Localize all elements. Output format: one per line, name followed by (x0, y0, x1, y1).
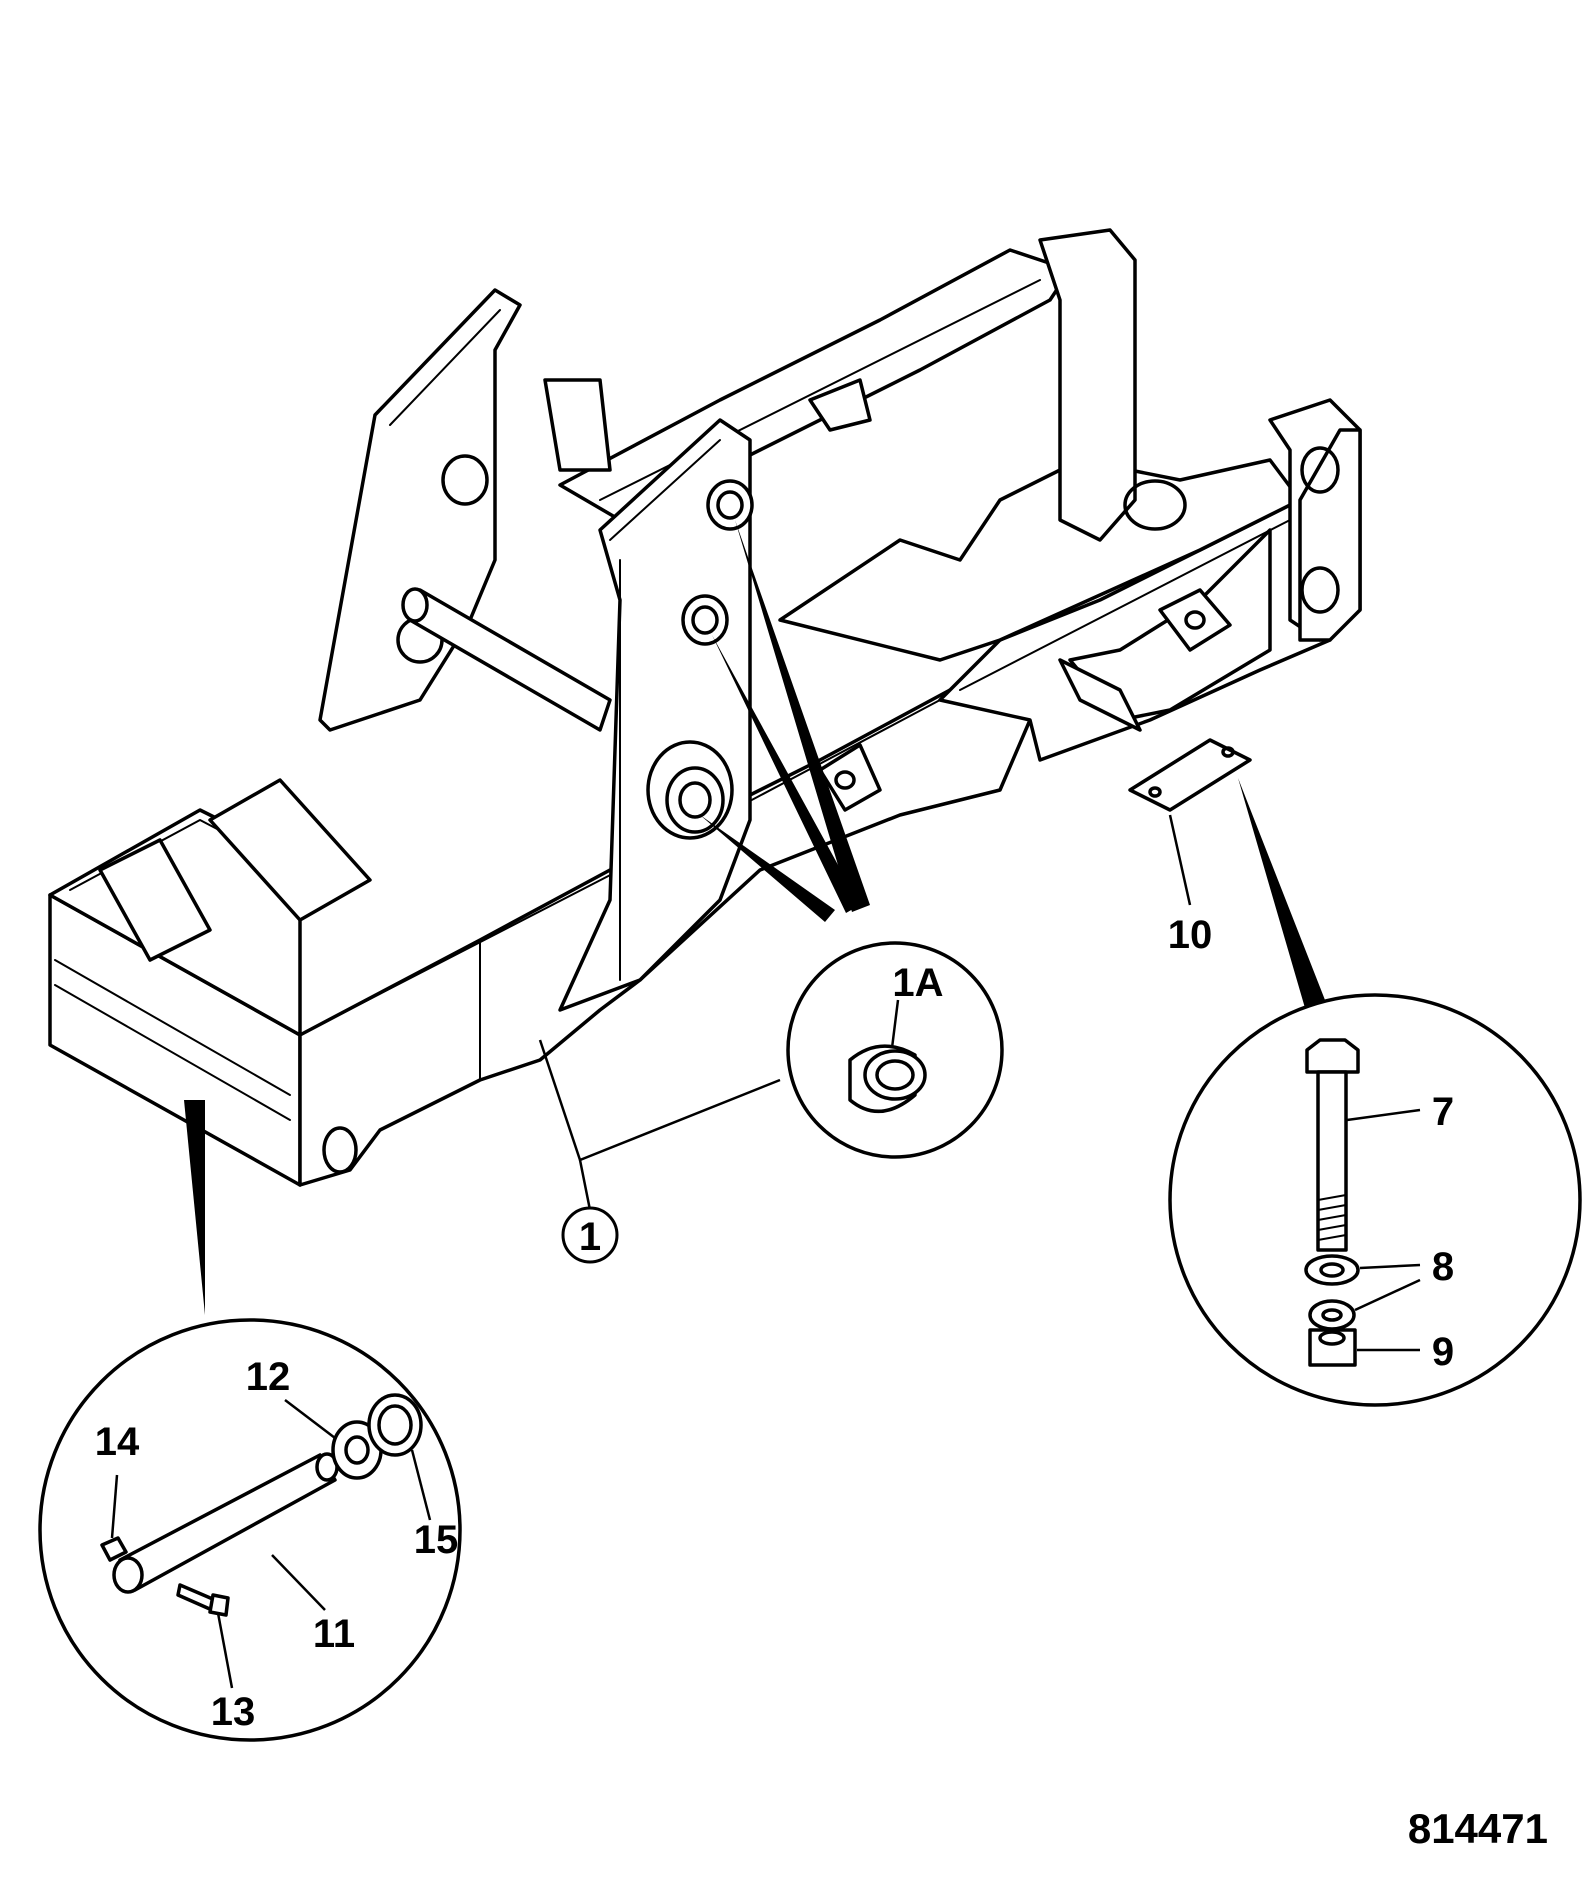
callout-9-label: 9 (1432, 1330, 1454, 1374)
callout-14-label: 14 (95, 1420, 140, 1464)
pin-detail-leader (184, 1100, 205, 1315)
callout-1a-label: 1A (892, 961, 943, 1005)
chassis-frame (48, 228, 1362, 1187)
callout-1: 1 (561, 1206, 619, 1264)
callout-8-label: 8 (1432, 1245, 1454, 1289)
shim-plate (1128, 738, 1325, 1008)
callout-1-label: 1 (579, 1215, 601, 1259)
bush-leaders (700, 520, 870, 922)
detail-circle-bolt: 7 8 9 (1168, 993, 1582, 1407)
detail-circle-pin: 12 14 15 11 13 (38, 1318, 462, 1742)
callout-15-label: 15 (414, 1518, 459, 1562)
callout-11-label: 11 (313, 1612, 355, 1656)
figure-number: 814471 (1408, 1805, 1548, 1852)
callout-13-label: 13 (211, 1690, 256, 1734)
detail-circle-bush: 1A (786, 941, 1004, 1159)
frame-leader (538, 1039, 781, 1211)
callout-12-label: 12 (246, 1355, 291, 1399)
callout-7-label: 7 (1432, 1090, 1454, 1134)
callout-10-label: 10 (1168, 913, 1213, 957)
